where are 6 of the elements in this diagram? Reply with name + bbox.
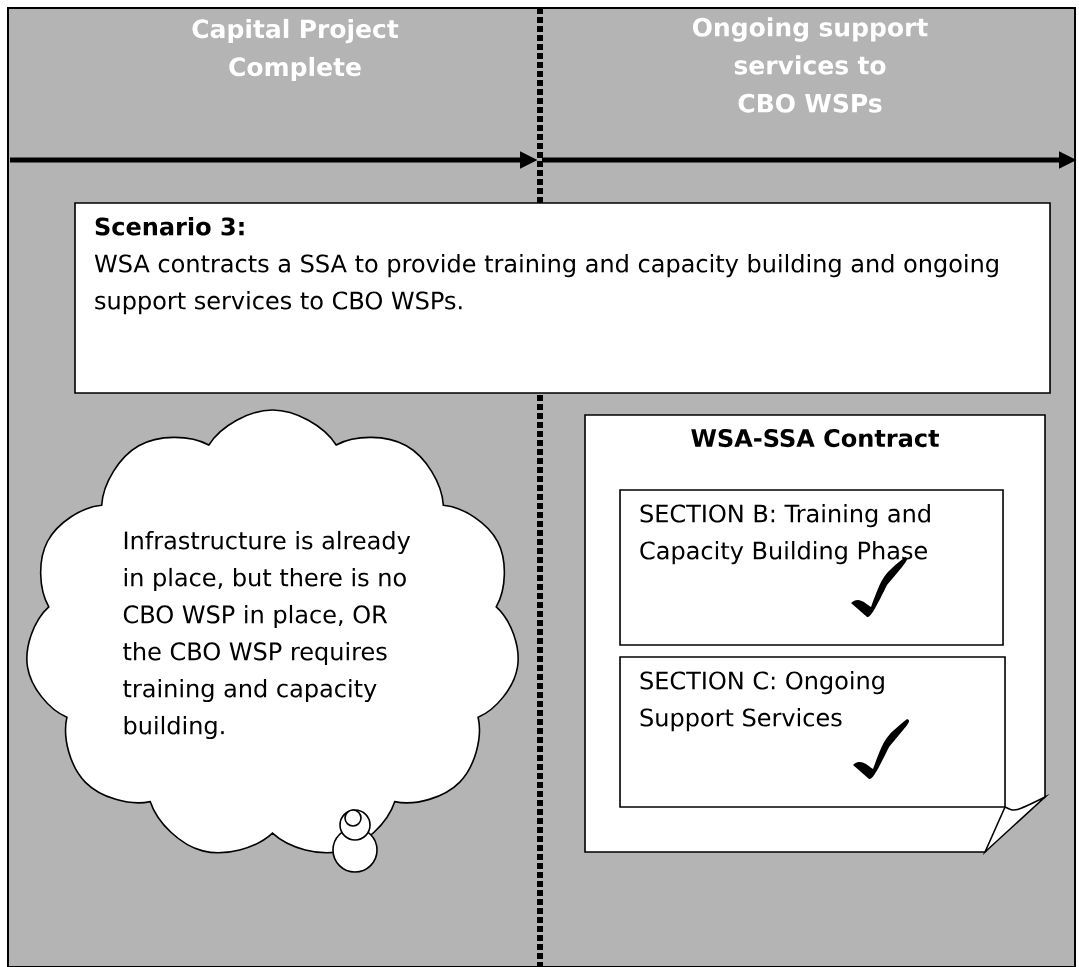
section-box: SECTION B: Training and Capacity Building Phase bbox=[619, 489, 1004, 646]
scenario-box: Scenario 3: WSA contracts a SSA to provide training and capacity building and ongoing support services to CBO WSPs. bbox=[74, 202, 1051, 394]
column-heading: Capital Project Complete bbox=[192, 18, 399, 82]
section-box: SECTION C: Ongoing Support Services bbox=[619, 656, 1006, 808]
column-heading: Ongoing support services to CBO WSPs bbox=[692, 17, 928, 113]
thought-cloud: Infrastructure is already in place, but there is no CBO WSP in place, OR the CBO WSP requires training and capacity building. bbox=[26, 409, 519, 873]
